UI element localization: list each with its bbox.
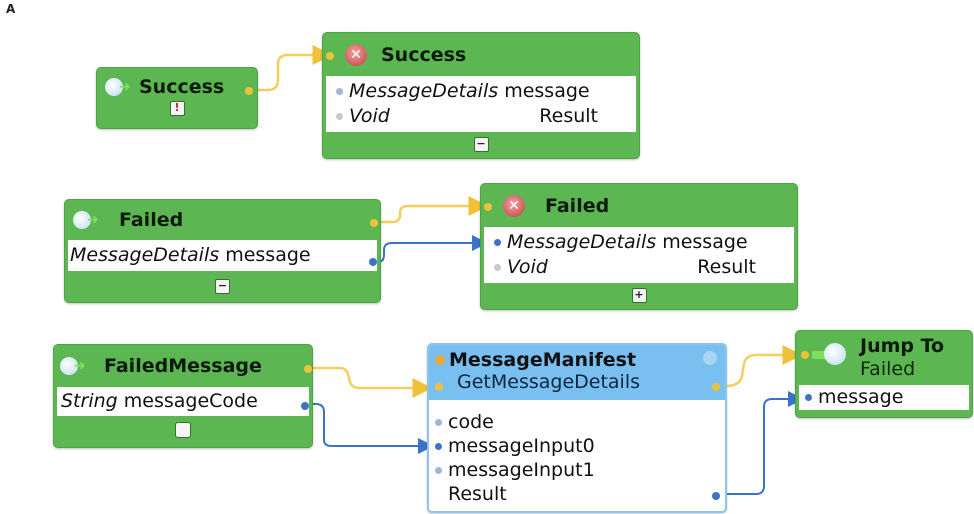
param-row: MessageDetails message [70,244,311,266]
param-row: message [799,385,969,410]
data-out-port[interactable] [301,402,309,410]
param-port[interactable] [336,88,343,95]
expand-toggle[interactable]: + [631,287,647,303]
param-port[interactable] [494,239,501,246]
node-title: Success [139,76,225,98]
jump-target-icon [824,343,846,365]
param-port[interactable] [435,466,442,474]
end-event-x-icon: ✕ [345,43,367,66]
param-port[interactable] [435,418,442,426]
node-subtitle: Failed [860,358,916,380]
param-row: MessageDetails message [326,79,636,104]
function-node-message-manifest[interactable]: MessageManifest GetMessageDetails code m… [427,343,727,513]
flow-in-port[interactable] [484,203,492,211]
data-out-port[interactable] [712,492,720,500]
param-row: code [429,410,725,434]
param-row: messageInput1 [429,458,725,482]
start-event-icon: ➜ [58,355,88,377]
flow-wire-failed-message [306,366,433,398]
collapse-toggle[interactable]: − [473,136,489,152]
flow-wire-success [250,45,333,92]
param-row: MessageDetails message [484,230,794,255]
flow-wire-failed [374,196,489,224]
expand-toggle[interactable] [175,422,191,438]
param-row: Result [448,483,507,505]
param-row: String messageCode [61,390,258,412]
flow-out-port[interactable] [304,365,312,373]
node-title: Failed [119,209,184,231]
param-port[interactable] [805,394,812,401]
start-event-icon: ➜ [103,76,133,98]
start-node-failed-message[interactable]: ➜ FailedMessage String messageCode [53,344,313,448]
flow-in-port[interactable] [326,52,334,60]
param-row: messageInput0 [429,434,725,458]
flow-in-port[interactable] [435,383,443,391]
start-node-success[interactable]: ➜ Success ! [96,67,258,129]
node-title: Success [381,43,467,66]
param-port[interactable] [435,442,442,450]
node-options-icon[interactable] [703,351,717,365]
node-title: Jump To [860,335,945,357]
flow-out-port[interactable] [245,87,253,95]
node-title: FailedMessage [104,355,262,377]
start-node-failed[interactable]: ➜ Failed MessageDetails message − [64,199,381,303]
figure-label: A [6,2,16,16]
end-event-x-icon: ✕ [503,194,525,217]
data-wire-failed-message [372,235,488,263]
expand-toggle[interactable]: ! [169,101,185,116]
flow-in-port[interactable] [801,351,809,359]
node-title: MessageManifest [449,349,637,371]
node-title: Failed [545,194,610,217]
start-event-icon: ➜ [71,209,101,231]
data-out-port[interactable] [369,258,377,266]
jump-node-failed[interactable]: Jump To Failed message [795,330,973,418]
param-port[interactable] [336,113,343,120]
flow-out-port[interactable] [712,383,720,391]
collapse-toggle[interactable]: − [215,278,230,294]
param-port[interactable] [494,264,501,271]
flow-out-port[interactable] [370,219,378,227]
jump-icon [812,351,826,359]
data-wire-message-code [304,403,434,454]
data-wire-result [716,391,804,495]
function-icon [435,355,445,365]
node-subtitle: GetMessageDetails [457,371,641,393]
